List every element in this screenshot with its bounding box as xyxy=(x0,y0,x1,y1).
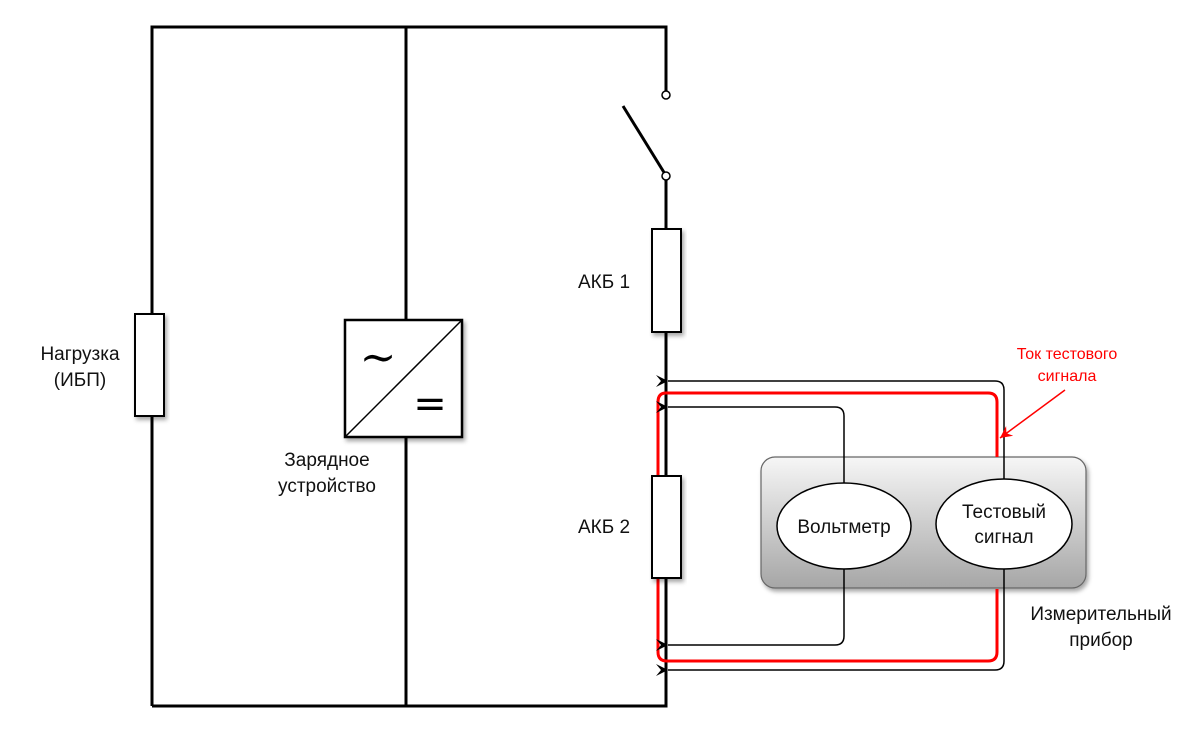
test-current-pointer-arrow-icon xyxy=(999,389,1066,439)
device-label-line2: прибор xyxy=(1069,630,1133,651)
battery1-resistor-icon xyxy=(651,228,682,333)
test-signal-top-lead xyxy=(656,375,1005,481)
dc-symbol: = xyxy=(413,381,447,427)
battery2-label: АКБ 2 xyxy=(578,517,630,538)
bottom-bus-wire xyxy=(152,578,668,708)
battery2-resistor-icon xyxy=(651,475,682,579)
ac-dc-converter-icon: ~ = xyxy=(343,318,464,439)
voltmeter-node xyxy=(776,482,912,570)
test-current-label-line1: Ток тестового xyxy=(1017,346,1118,363)
charger-label-line2: устройство xyxy=(278,476,376,497)
test-current-label-line2: сигнала xyxy=(1038,368,1097,385)
test-signal-label-line1: Тестовый xyxy=(962,502,1046,523)
charger-label-line1: Зарядное xyxy=(284,450,369,471)
load-label-line2: (ИБП) xyxy=(54,370,106,391)
voltmeter-bottom-lead xyxy=(656,567,845,651)
test-signal-bottom-lead xyxy=(656,567,1005,676)
switch-icon xyxy=(621,90,671,181)
load-label-line1: Нагрузка xyxy=(40,344,120,365)
load-resistor-icon xyxy=(134,313,165,417)
test-signal-label-line2: сигнал xyxy=(974,527,1033,548)
device-label-line1: Измерительный xyxy=(1030,604,1171,625)
voltmeter-label: Вольтметр xyxy=(797,517,890,538)
test-signal-node xyxy=(935,478,1073,570)
ac-symbol: ~ xyxy=(360,332,397,383)
voltmeter-top-lead xyxy=(656,401,845,485)
battery1-label: АКБ 1 xyxy=(578,272,630,293)
